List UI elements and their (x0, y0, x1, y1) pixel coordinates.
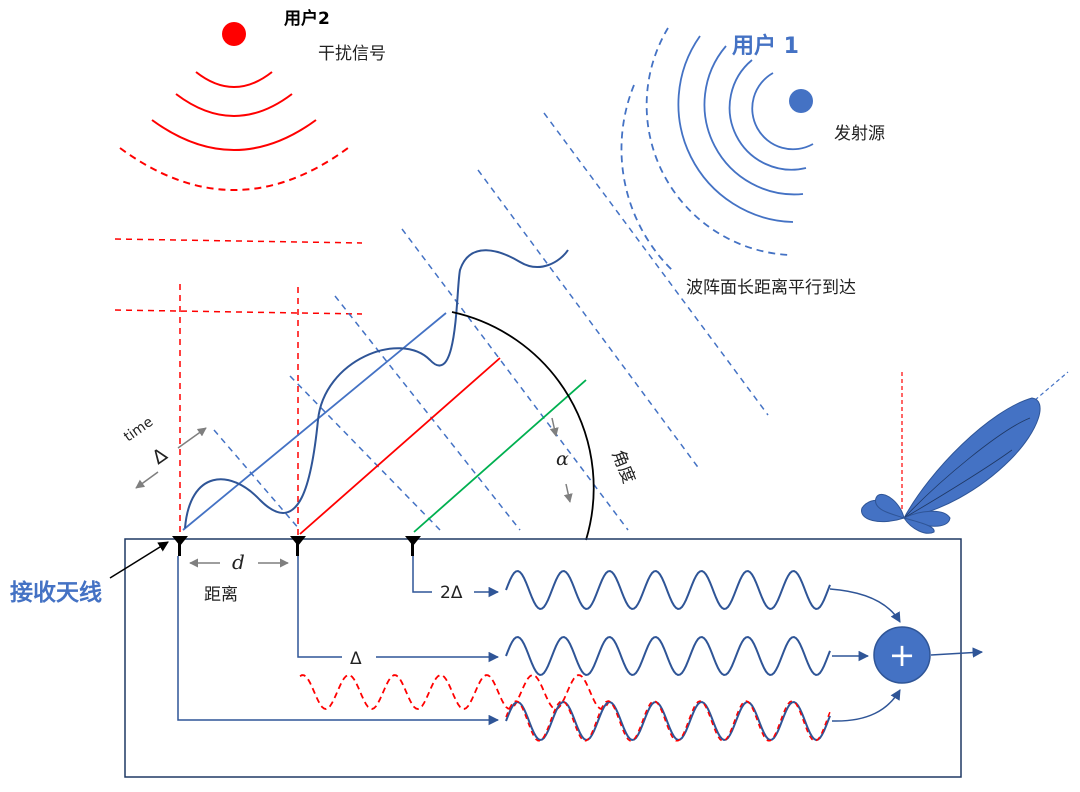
radiation-pattern-icon (861, 371, 1069, 534)
antenna-icon (405, 536, 421, 556)
receiver-box (124, 538, 962, 778)
interference-wave (299, 674, 611, 710)
plus-icon: + (889, 636, 916, 674)
sum-arrow-top (829, 588, 901, 623)
signal-wave-direct (505, 700, 831, 742)
antenna-icon (172, 536, 188, 556)
rx-antenna-arrow (109, 541, 169, 579)
signal-waveform (184, 249, 569, 529)
interference-wave-overlay (505, 700, 831, 742)
alpha-arrow-top (549, 417, 559, 437)
sum-arrow-bottom (831, 689, 901, 722)
rx-antenna-label: 接收天线 (10, 579, 102, 606)
output-arrow (930, 647, 984, 658)
interference-plane-waves (114, 238, 363, 315)
angle-arc (451, 311, 595, 541)
antenna-icon (290, 536, 306, 556)
interference-wavefronts (119, 71, 349, 191)
signal-ray-blue (182, 312, 447, 531)
alpha-symbol: α (556, 448, 569, 470)
time-arrow (177, 427, 207, 449)
signal-wave-2delta (505, 569, 831, 611)
signal-ray-red (299, 357, 501, 535)
feed-lines (177, 556, 500, 726)
delta-label: Δ (148, 444, 171, 469)
time-label: time (121, 414, 156, 445)
user1-label: 用户 1 (732, 33, 799, 59)
alpha-arrow-bottom (563, 483, 573, 503)
distance-label: 距离 (204, 585, 238, 605)
summer-node (873, 626, 931, 684)
user2-label: 用户2 (284, 8, 330, 29)
d-label: d (232, 550, 245, 574)
wavefront-note: 波阵面长距离平行到达 (686, 278, 856, 298)
interference-label: 干扰信号 (318, 44, 386, 64)
plane-wavefronts (213, 112, 769, 531)
delay-2delta-label: 2Δ (440, 583, 463, 603)
signal-ray-green (413, 379, 587, 533)
signal-wavefronts (620, 27, 814, 271)
signal-wave-delta (505, 635, 831, 677)
interference-vertical-paths (179, 284, 299, 538)
source-label: 发射源 (834, 124, 885, 144)
user2-source-dot (222, 22, 246, 46)
delay-delta-label: Δ (350, 649, 362, 669)
delta-arrow (135, 471, 159, 489)
angle-label: 角度 (607, 447, 638, 486)
user1-source-dot (789, 89, 813, 113)
